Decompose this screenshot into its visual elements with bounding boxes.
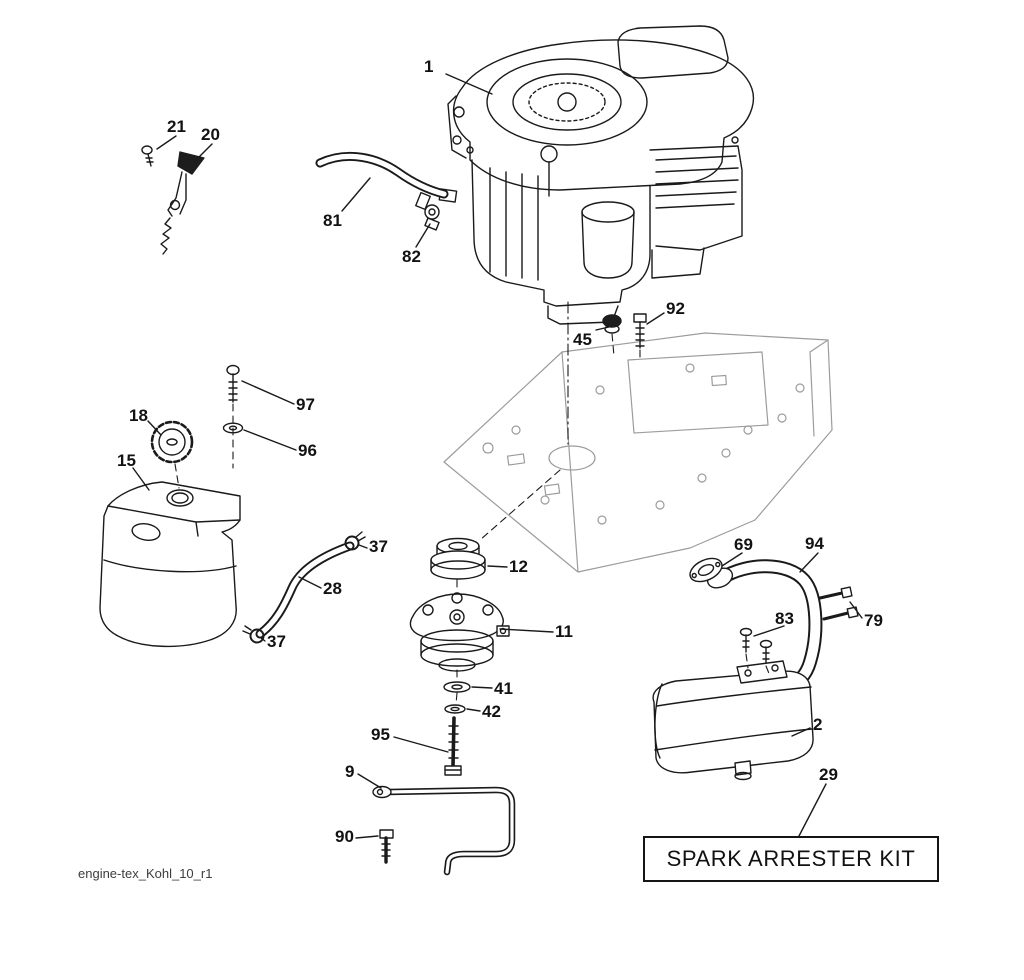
stabilizer-rod-9 (372, 785, 516, 876)
drawing-reference: engine-tex_Kohl_10_r1 (78, 866, 213, 881)
fuel-fitting-82 (415, 191, 440, 231)
callout-42: 42 (482, 702, 501, 721)
gasket-69 (689, 557, 723, 583)
muffler-2 (652, 660, 814, 781)
callout-96: 96 (298, 441, 317, 460)
fuel-cap-18 (150, 420, 194, 464)
choke-control-20 (160, 151, 205, 255)
nut-45 (602, 314, 622, 334)
fuel-line-28 (255, 541, 355, 639)
hose-clamp-37-upper (344, 531, 366, 551)
callout-21: 21 (167, 117, 186, 136)
callout-2: 2 (813, 715, 823, 734)
spark-arrester-kit-label: SPARK ARRESTER KIT (666, 846, 916, 871)
clutch-11 (409, 592, 510, 672)
callout-41: 41 (494, 679, 513, 698)
screws-83 (739, 627, 773, 665)
callout-37-upper: 37 (369, 537, 388, 556)
assembly-axis-lines (174, 301, 771, 705)
callout-97: 97 (296, 395, 315, 414)
callout-79: 79 (864, 611, 883, 630)
callout-95: 95 (371, 725, 390, 744)
callout-45: 45 (573, 330, 592, 349)
callout-9: 9 (345, 762, 355, 781)
washer-41 (443, 681, 471, 693)
callout-1: 1 (424, 57, 434, 76)
screw-97 (226, 364, 240, 403)
callout-37-lower: 37 (267, 632, 286, 651)
chassis-frame (443, 332, 833, 573)
leader-lines (132, 73, 863, 839)
callout-69: 69 (734, 535, 753, 554)
fuel-hose-81 (315, 152, 449, 199)
spark-arrester-kit-box: SPARK ARRESTER KIT (643, 836, 939, 882)
bolt-90 (379, 829, 394, 864)
callout-82: 82 (402, 247, 421, 266)
callout-29: 29 (819, 765, 838, 784)
fuel-tank-15 (99, 481, 241, 648)
callout-12: 12 (509, 557, 528, 576)
callout-81: 81 (323, 211, 342, 230)
callout-28: 28 (323, 579, 342, 598)
callout-94: 94 (805, 534, 824, 553)
screw-21 (141, 145, 154, 167)
callout-15: 15 (117, 451, 136, 470)
bolt-95 (444, 716, 462, 776)
callout-11: 11 (555, 622, 573, 641)
callout-20: 20 (201, 125, 220, 144)
callout-83: 83 (775, 609, 794, 628)
callout-92: 92 (666, 299, 685, 318)
spacer-12 (430, 537, 486, 580)
hose-clamp-37-lower (242, 625, 265, 644)
engine (438, 25, 754, 325)
callout-18: 18 (129, 406, 148, 425)
bolts-79 (818, 586, 859, 621)
callout-90: 90 (335, 827, 354, 846)
washer-42 (444, 704, 466, 714)
bolt-92 (633, 313, 647, 349)
